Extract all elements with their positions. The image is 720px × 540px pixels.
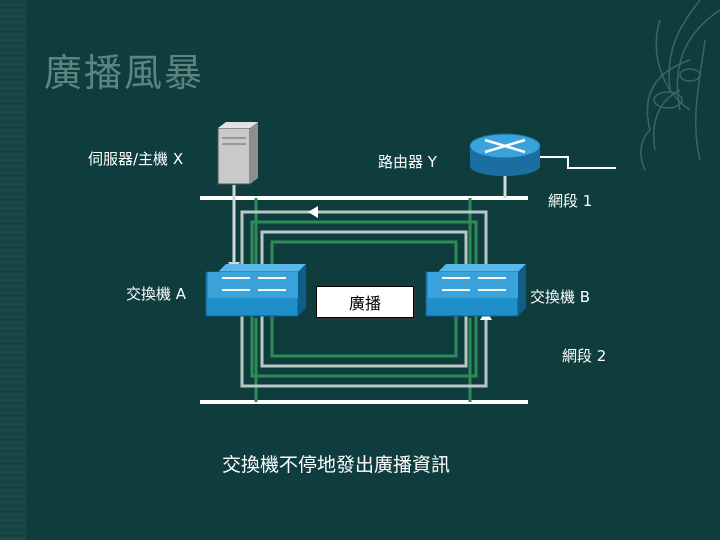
router-icon [469, 133, 541, 176]
segment2-label: 網段 2 [562, 347, 607, 365]
server-label: 伺服器/主機 X [88, 150, 184, 168]
left-decorative-strip [0, 0, 26, 540]
broadcast-box: 廣播 [316, 286, 414, 318]
switch-a-label: 交換機 A [126, 285, 187, 303]
server-icon [217, 122, 258, 185]
arrow-icon [308, 206, 318, 218]
switch-icon [425, 264, 526, 317]
switch-b-label: 交換機 B [530, 288, 591, 306]
switch-icon [205, 264, 306, 317]
slide-title: 廣播風暴 [44, 51, 205, 95]
diagram-caption: 交換機不停地發出廣播資訊 [222, 454, 451, 476]
router-label: 路由器 Y [378, 153, 437, 171]
segment1-label: 網段 1 [548, 192, 593, 210]
router-uplink [540, 156, 616, 169]
